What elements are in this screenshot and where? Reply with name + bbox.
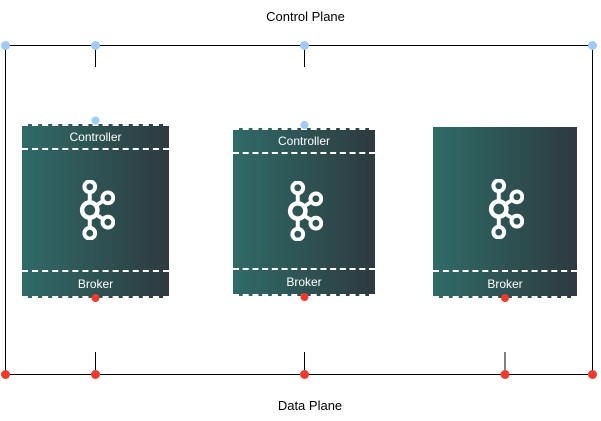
broker-connection-dot	[91, 370, 100, 379]
broker-section-label: Broker	[233, 268, 375, 296]
controller-connection-dot	[91, 41, 100, 50]
controller-connection-dot	[1, 41, 10, 50]
kafka-node-1: Controller Broker	[18, 120, 173, 302]
controller-section-label: Controller	[22, 124, 169, 150]
broker-connection-dot	[588, 370, 597, 379]
broker-connection-dot	[1, 370, 10, 379]
controller-connection-dot	[300, 41, 309, 50]
controller-connection-dot	[588, 41, 597, 50]
kafka-node-2-body: Controller Broker	[233, 128, 375, 296]
controller-section-label: Controller	[233, 128, 375, 154]
broker-connection-dot	[500, 370, 510, 379]
kafka-node-1-body: Controller Broker	[22, 124, 169, 298]
kafka-logo-icon	[79, 180, 115, 240]
kafka-logo-icon	[488, 178, 524, 239]
kafka-logo-icon	[287, 181, 323, 241]
kafka-node-3-center	[433, 127, 577, 270]
control-plane-label: Control Plane	[255, 0, 356, 32]
kafka-node-2: Controller Broker	[229, 124, 379, 300]
kafka-node-3-body: Broker	[433, 127, 577, 298]
kafka-node-1-center	[22, 150, 169, 270]
broker-section-label: Broker	[22, 270, 169, 298]
broker-connection-dot	[300, 370, 309, 379]
kafka-node-2-center	[233, 154, 375, 268]
broker-section-label: Broker	[433, 270, 577, 298]
data-plane-label: Data Plane	[265, 389, 355, 421]
kafka-node-3: Broker	[429, 123, 581, 302]
